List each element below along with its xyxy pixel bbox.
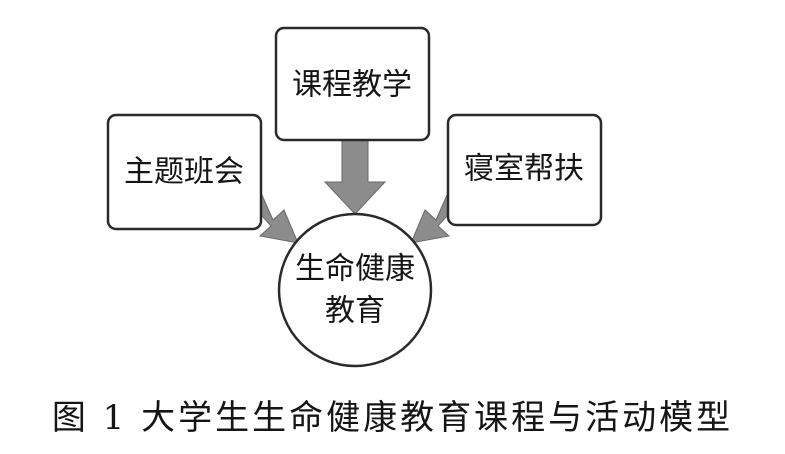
arrow-top-to-center <box>323 139 387 215</box>
node-life-health-education: 生命健康 教育 <box>277 212 433 368</box>
node-theme-class-meeting: 主题班会 <box>106 113 263 231</box>
node-theme-class-meeting-label: 主题班会 <box>124 155 244 190</box>
node-life-health-education-line2: 教育 <box>325 294 385 329</box>
node-dorm-assistance: 寝室帮扶 <box>446 113 603 227</box>
node-course-teaching-label: 课程教学 <box>292 68 412 103</box>
figure-caption: 图 1 大学生生命健康教育课程与活动模型 <box>51 398 734 438</box>
node-course-teaching: 课程教学 <box>274 26 431 142</box>
node-dorm-assistance-label: 寝室帮扶 <box>464 152 584 187</box>
node-life-health-education-line1: 生命健康 <box>295 252 415 287</box>
